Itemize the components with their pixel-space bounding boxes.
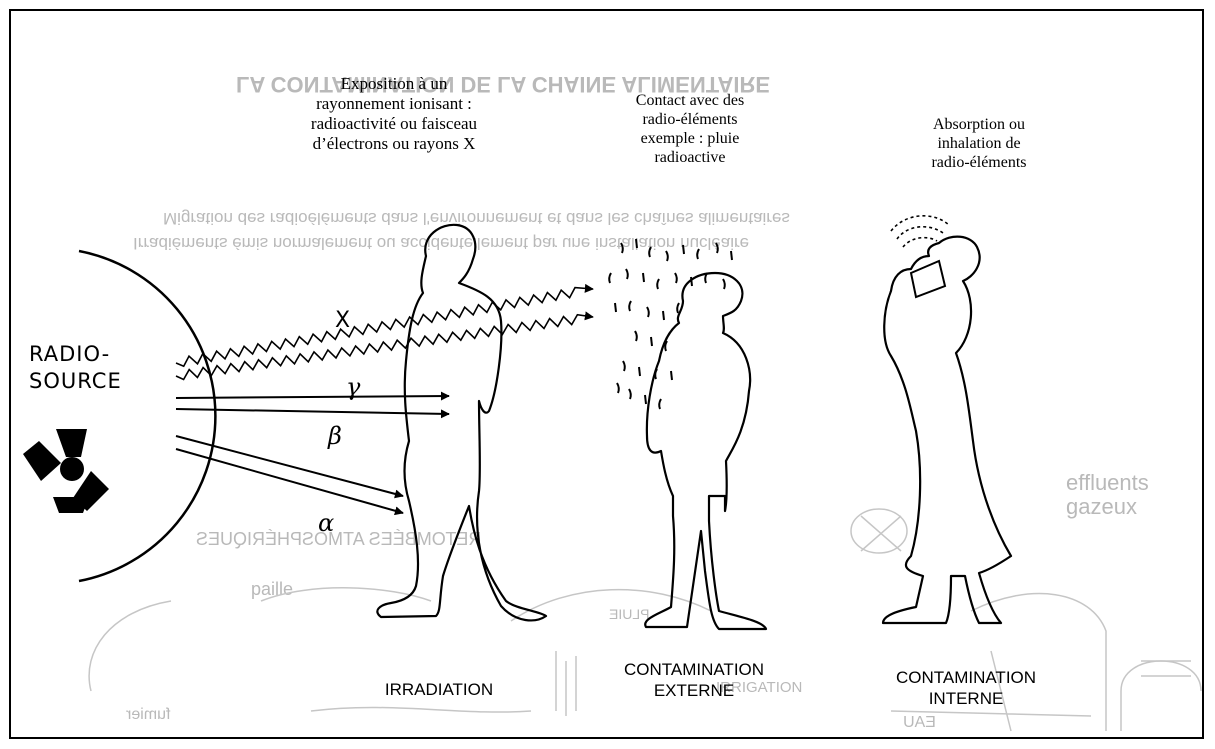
figure-irradiation bbox=[377, 225, 546, 621]
rain-drop bbox=[697, 249, 699, 259]
rain-drop bbox=[629, 301, 631, 311]
rain-drop bbox=[683, 245, 684, 254]
rain-drop bbox=[659, 399, 661, 409]
rain-drop bbox=[655, 369, 657, 379]
beta-ray-1 bbox=[176, 396, 449, 398]
ray-label-alpha: α bbox=[318, 509, 334, 537]
rain-drop bbox=[629, 389, 631, 399]
caption-irradiation: Exposition à un rayonnement ionisant : r… bbox=[294, 74, 494, 154]
rain-drop bbox=[723, 279, 725, 289]
rain-drop bbox=[691, 277, 692, 286]
rain-drop bbox=[643, 273, 644, 282]
rain-drop bbox=[615, 303, 616, 312]
rain-drop bbox=[609, 273, 611, 283]
figure-internal-contamination bbox=[883, 237, 1011, 623]
rain-drop bbox=[657, 279, 659, 289]
rain-drop bbox=[716, 243, 718, 253]
radio-source-label: RADIO- SOURCE bbox=[29, 341, 122, 395]
rain-drop bbox=[663, 311, 664, 320]
rain-drop bbox=[647, 307, 649, 317]
rain-drop bbox=[626, 269, 628, 279]
rain-drop bbox=[705, 273, 707, 283]
alpha-ray-1 bbox=[176, 436, 403, 496]
rain-drop bbox=[677, 303, 679, 313]
beta-ray-2 bbox=[176, 409, 449, 414]
ray-label-gamma: γ bbox=[346, 373, 360, 401]
rain-drop bbox=[649, 247, 651, 257]
rain-drop bbox=[621, 243, 623, 253]
radio-source-circle bbox=[79, 251, 215, 581]
rain-drop bbox=[639, 367, 640, 376]
caption-contact: Contact avec des radio-éléments exemple … bbox=[609, 91, 771, 167]
figure-external-contamination bbox=[645, 273, 766, 629]
rain-drop bbox=[675, 273, 677, 283]
rain-drop bbox=[671, 371, 672, 380]
rain-drop bbox=[635, 331, 637, 341]
radioactive-rain bbox=[609, 239, 732, 409]
ray-label-x: X bbox=[335, 307, 351, 334]
rain-drop bbox=[665, 341, 667, 351]
diagram-frame: LA CONTAMINATION DE LA CHAINE ALIMENTAIR… bbox=[9, 9, 1204, 739]
alpha-ray-2 bbox=[176, 449, 403, 513]
rain-drop bbox=[666, 251, 668, 261]
label-irradiation: IRRADIATION bbox=[369, 679, 509, 700]
ray-label-beta: β bbox=[328, 422, 342, 450]
rain-drop bbox=[645, 395, 646, 404]
rain-drop bbox=[617, 383, 619, 393]
label-internal-contamination: CONTAMINATION INTERNE bbox=[886, 667, 1046, 709]
caption-absorption: Absorption ou inhalation de radio-élémen… bbox=[919, 115, 1039, 172]
radiation-symbol-icon bbox=[23, 429, 109, 513]
label-external-contamination: CONTAMINATION EXTERNE bbox=[614, 659, 774, 701]
rain-drop bbox=[623, 361, 625, 371]
rain-drop bbox=[731, 251, 732, 260]
rain-drop bbox=[636, 239, 637, 248]
x-ray-wave bbox=[176, 288, 593, 367]
cup-icon bbox=[911, 261, 945, 297]
rain-drop bbox=[651, 337, 652, 346]
